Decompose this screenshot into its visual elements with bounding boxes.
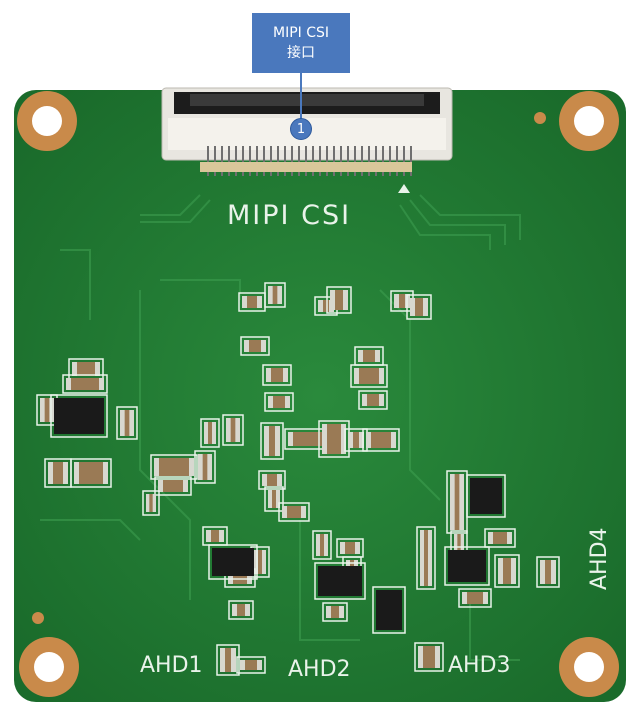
smd-part bbox=[236, 656, 266, 674]
callout-label-line1: MIPI CSI bbox=[272, 25, 330, 41]
ic-chip bbox=[208, 544, 258, 580]
smd-part bbox=[336, 538, 364, 558]
smd-part bbox=[536, 556, 560, 588]
smd-part bbox=[44, 458, 72, 488]
smd-part bbox=[240, 336, 270, 356]
silkscreen-ahd1-label: AHD1 bbox=[140, 653, 203, 678]
callout-leader-line bbox=[300, 73, 302, 119]
silkscreen-mipi-csi-label: MIPI CSI bbox=[227, 200, 351, 231]
ic-chip bbox=[50, 394, 108, 438]
smd-part bbox=[116, 406, 138, 440]
callout-label-line2: 接口 bbox=[287, 45, 315, 61]
ic-chip bbox=[372, 586, 406, 634]
smd-part bbox=[228, 600, 254, 620]
ic-chip bbox=[466, 474, 506, 518]
smd-part bbox=[344, 428, 368, 452]
silkscreen-ahd4-label: AHD4 bbox=[587, 527, 612, 590]
pcb-substrate bbox=[14, 90, 626, 702]
smd-part bbox=[446, 470, 468, 534]
smd-part bbox=[326, 286, 352, 314]
smd-part bbox=[62, 374, 108, 394]
smd-part bbox=[414, 642, 444, 672]
mounting-hole-top-left bbox=[17, 91, 77, 151]
mounting-hole-top-right bbox=[559, 91, 619, 151]
pin1-marker bbox=[398, 184, 410, 193]
smd-part bbox=[262, 364, 292, 386]
smd-part bbox=[458, 588, 492, 608]
smd-part bbox=[362, 428, 400, 452]
smd-part bbox=[278, 502, 310, 522]
smd-part bbox=[416, 526, 436, 590]
smd-part bbox=[222, 414, 244, 446]
mounting-hole-bottom-right bbox=[559, 637, 619, 697]
smd-part bbox=[484, 528, 516, 548]
smd-part bbox=[390, 290, 414, 312]
smd-part bbox=[494, 554, 520, 588]
smd-part bbox=[68, 358, 104, 380]
smd-part bbox=[264, 486, 284, 512]
smd-part bbox=[264, 282, 286, 308]
silkscreen-ahd2-label: AHD2 bbox=[288, 657, 351, 682]
via bbox=[534, 112, 546, 124]
mounting-hole-bottom-left bbox=[19, 637, 79, 697]
smd-part bbox=[216, 644, 240, 676]
smd-part bbox=[150, 454, 198, 480]
smd-part bbox=[312, 530, 332, 560]
smd-part bbox=[406, 294, 432, 320]
smd-components bbox=[36, 282, 560, 676]
smd-part bbox=[350, 364, 388, 388]
smd-part bbox=[154, 476, 192, 496]
smd-part bbox=[358, 390, 388, 410]
smd-part bbox=[322, 602, 348, 622]
ic-chip bbox=[444, 546, 490, 586]
smd-part bbox=[264, 392, 294, 412]
ic-chip bbox=[314, 562, 366, 600]
via bbox=[32, 612, 44, 624]
smd-part bbox=[142, 490, 160, 516]
mipi-csi-callout-label: MIPI CSI 接口 bbox=[252, 13, 350, 73]
smd-part bbox=[200, 418, 220, 448]
smd-part bbox=[70, 458, 112, 488]
smd-part bbox=[258, 470, 286, 490]
silkscreen-ahd3-label: AHD3 bbox=[448, 653, 511, 678]
callout-number-badge: 1 bbox=[290, 118, 312, 140]
smd-part bbox=[260, 422, 284, 460]
smd-part bbox=[194, 450, 216, 484]
